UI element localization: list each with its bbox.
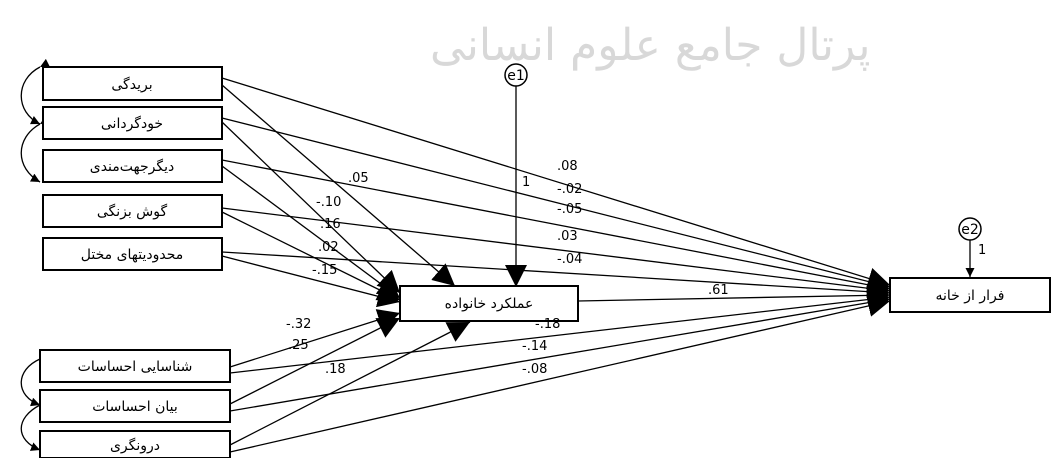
watermark: پرتال جامع علوم انسانی (430, 20, 871, 71)
coef-expression-family: .25 (288, 338, 309, 353)
coef-other-family: .16 (320, 217, 341, 232)
cov-boredom-self (20, 58, 51, 125)
edge-expression-runaway (229, 291, 891, 412)
edge-limits-runaway (221, 251, 891, 303)
node-emotion-recognition: شناسایی احساسات (39, 349, 231, 383)
node-introversion: درونگری (39, 430, 231, 458)
coef-recognition-family: -.32 (286, 317, 311, 332)
edge-other-runaway (221, 159, 891, 296)
node-emotion-expression: بیان احساسات (39, 389, 231, 423)
node-vigilance-label: گوش بزنگی (97, 203, 168, 220)
coef-boredom-family: .05 (348, 171, 369, 186)
node-other-orientation: دیگرجهت‌مندی (42, 149, 223, 183)
coef-vigilance-runaway: .03 (557, 229, 578, 244)
edge-expression-family (229, 317, 401, 405)
node-emotion-recognition-label: شناسایی احساسات (78, 359, 193, 375)
cov-self-other (20, 115, 51, 183)
coef-boredom-runaway: .08 (557, 159, 578, 174)
node-boredom: بریدگی (42, 66, 223, 101)
node-self-orientation: خودگردانی (42, 106, 223, 140)
paths-to-runaway (221, 77, 891, 453)
coef-introversion-runaway: -.08 (522, 362, 547, 377)
edge-vigilance-runaway (221, 207, 891, 300)
edge-family-runaway (577, 284, 891, 307)
node-boredom-label: بریدگی (111, 76, 152, 93)
edge-vigilance-family (221, 211, 401, 301)
coefficient-labels: .05 -.10 .16 .02 -.15 .08 -.02 -.05 .03 … (286, 159, 986, 377)
node-vigilance: گوش بزنگی (42, 194, 223, 228)
coef-self-runaway: -.02 (557, 182, 582, 197)
coef-other-runaway: -.05 (557, 202, 582, 217)
cov-recognition-expression (20, 351, 51, 407)
edge-introversion-family (229, 321, 471, 446)
error-e2 (958, 217, 982, 241)
node-family-functioning: عملکرد خانواده (399, 285, 579, 322)
edge-introversion-runaway (229, 295, 891, 453)
edge-self-family (221, 121, 401, 294)
coef-recognition-runaway: -.18 (535, 317, 560, 332)
edge-self-runaway (221, 117, 891, 293)
node-runaway-label: فرار از خانه (936, 288, 1005, 304)
node-introversion-label: درونگری (110, 437, 160, 454)
coef-limits-runaway: -.04 (557, 252, 582, 267)
e1-label: e1 (507, 68, 525, 84)
cov-expression-introversion (20, 396, 51, 451)
coef-self-family: -.10 (316, 195, 341, 210)
edge-boredom-runaway (221, 77, 891, 289)
node-impaired-limits-label: محدودیتهای مختل (81, 247, 184, 263)
covariances (20, 58, 51, 451)
coef-expression-runaway: -.14 (522, 339, 547, 354)
node-family-functioning-label: عملکرد خانواده (445, 296, 534, 312)
coef-e2: 1 (978, 243, 986, 258)
e2-label: e2 (961, 222, 979, 238)
node-emotion-expression-label: بیان احساسات (92, 399, 178, 415)
node-impaired-limits: محدودیتهای مختل (42, 237, 223, 271)
coef-family-runaway: .61 (708, 283, 729, 298)
coef-limits-family: -.15 (312, 263, 337, 278)
edge-boredom-family (221, 84, 456, 287)
node-runaway: فرار از خانه (889, 277, 1051, 313)
edge-recognition-runaway (229, 288, 891, 374)
edge-recognition-family (229, 309, 401, 368)
edge-other-family (221, 165, 401, 299)
coef-e1: 1 (522, 175, 530, 190)
coef-vigilance-family: .02 (318, 240, 339, 255)
edge-limits-family (221, 255, 401, 308)
node-self-orientation-label: خودگردانی (101, 115, 163, 132)
node-other-orientation-label: دیگرجهت‌مندی (90, 158, 174, 175)
paths-to-family (221, 84, 471, 446)
error-e1 (504, 63, 528, 87)
coef-introversion-family: .18 (325, 362, 346, 377)
